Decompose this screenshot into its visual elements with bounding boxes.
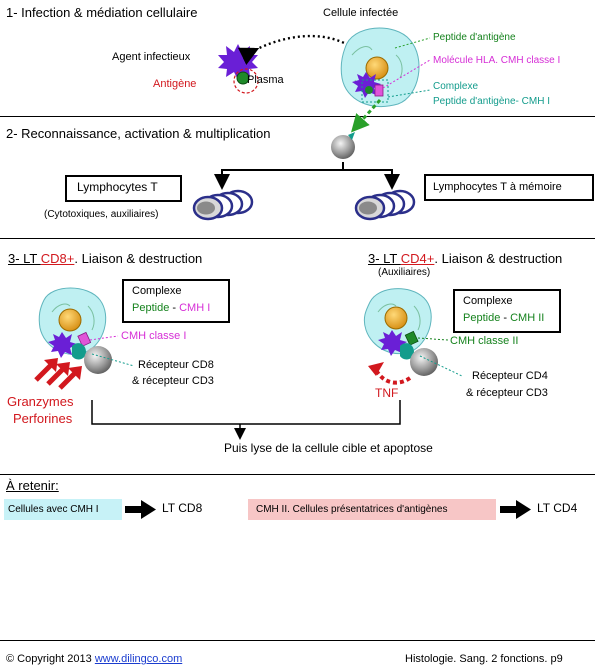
memory-box: Lymphocytes T à mémoire: [424, 174, 594, 201]
perforines-label: Perforines: [13, 411, 73, 426]
footer-link[interactable]: www.dilingco.com: [94, 653, 183, 665]
granzymes-label: Granzymes: [7, 394, 74, 409]
complexe-label: Complexe: [433, 81, 479, 92]
s3-right-suffix: . Liaison & destruction: [434, 251, 563, 266]
s3-right-prefix: 3- LT: [368, 251, 401, 266]
complexe-cmh1-line2: Peptide - CMH I: [132, 302, 210, 315]
complexe-cmh2-box: Complexe Peptide - CMH II: [453, 289, 561, 333]
lysis-label: Puis lyse de la cellule cible et apoptos…: [224, 441, 433, 455]
divider-3: [0, 474, 595, 475]
lymphocytes-t-box: Lymphocytes T: [65, 175, 182, 202]
retain-left-label: Cellules avec CMH I: [4, 499, 122, 520]
section-3-left-title: 3- LT CD8+. Liaison & destruction: [8, 251, 203, 267]
target-cell-cd4-icon: [363, 288, 438, 376]
divider-2: [0, 238, 595, 239]
s3-left-suffix: . Liaison & destruction: [74, 251, 203, 266]
retain-arrow-left-icon: [125, 500, 156, 519]
infected-cell-label: Cellule infectée: [323, 7, 399, 19]
divider-4: [0, 640, 595, 641]
lymphocyte-cluster-left: [192, 189, 254, 221]
cmh-classe-1-label: CMH classe I: [121, 330, 187, 342]
retain-arrow-right-icon: [500, 500, 531, 519]
tnf-label: TNF: [375, 386, 399, 400]
complexe-cmh1-peptide: Peptide: [132, 302, 170, 314]
lymphocytes-t-title: Lymphocytes T: [77, 180, 158, 194]
complexe-cmh2-line2: Peptide - CMH II: [463, 312, 544, 325]
retain-left-target: LT CD8: [162, 501, 203, 515]
rec-cd4-line2: & récepteur CD3: [466, 387, 548, 399]
auxiliaires-label: (Auxiliaires): [378, 267, 431, 278]
section-2-title: 2- Reconnaissance, activation & multipli…: [6, 126, 271, 141]
infected-cell-icon: [340, 27, 420, 107]
hla-label: Molécule HLA. CMH classe I: [433, 55, 561, 66]
s3-right-cd: CD4+: [400, 251, 435, 266]
footer-copyright: © Copyright 2013 www.dilingco.com: [6, 653, 182, 666]
memory-label: Lymphocytes T à mémoire: [433, 181, 562, 193]
complexe-cmh1-dash: -: [169, 302, 180, 314]
peptide-label: Peptide d'antigène: [433, 32, 516, 43]
s3-left-cd: CD8+: [40, 251, 75, 266]
footer-page-info: Histologie. Sang. 2 fonctions. p9: [405, 653, 563, 665]
complexe-cmh1-cmh: CMH I: [179, 302, 211, 314]
retain-right-target: LT CD4: [537, 501, 578, 515]
rec-cd8-line2: & récepteur CD3: [132, 375, 214, 387]
section-3-right-title: 3- LT CD4+. Liaison & destruction: [368, 251, 563, 267]
complexe-cmh2-dash: -: [500, 312, 511, 324]
plasma-label: Plasma: [247, 74, 284, 86]
retain-right-label: CMH II. Cellules présentatrices d'antigè…: [248, 499, 496, 520]
rec-cd8-line1: Récepteur CD8: [138, 359, 214, 371]
antigen-label: Antigène: [153, 78, 197, 90]
lymphocyte-t-icon: [331, 132, 355, 159]
copyright-text: © Copyright 2013: [6, 653, 95, 665]
complexe-cmh2-line1: Complexe: [463, 295, 513, 307]
retain-title: À retenir:: [6, 478, 59, 493]
lymphocyte-cluster-right: [354, 189, 416, 221]
complexe-cmh2-cmh: CMH II: [510, 312, 545, 324]
cmh-classe-2-label: CMH classe II: [450, 335, 519, 347]
complexe-cmh1-box: Complexe Peptide - CMH I: [122, 279, 230, 323]
s3-left-prefix: 3- LT: [8, 251, 41, 266]
complexe-sub-label: Peptide d'antigène- CMH I: [433, 96, 550, 107]
complexe-cmh2-peptide: Peptide: [463, 312, 501, 324]
granzyme-arrows-icon: [34, 358, 82, 390]
lymphocytes-t-sub: (Cytotoxiques, auxiliaires): [44, 209, 159, 220]
complexe-cmh1-line1: Complexe: [132, 285, 182, 297]
divider-1: [0, 116, 595, 117]
section-1-title: 1- Infection & médiation cellulaire: [6, 5, 198, 20]
infectious-agent-label: Agent infectieux: [112, 51, 191, 63]
tnf-arrow-icon: [368, 362, 412, 385]
target-cell-cd8-icon: [38, 287, 112, 374]
rec-cd4-line1: Récepteur CD4: [472, 370, 548, 382]
